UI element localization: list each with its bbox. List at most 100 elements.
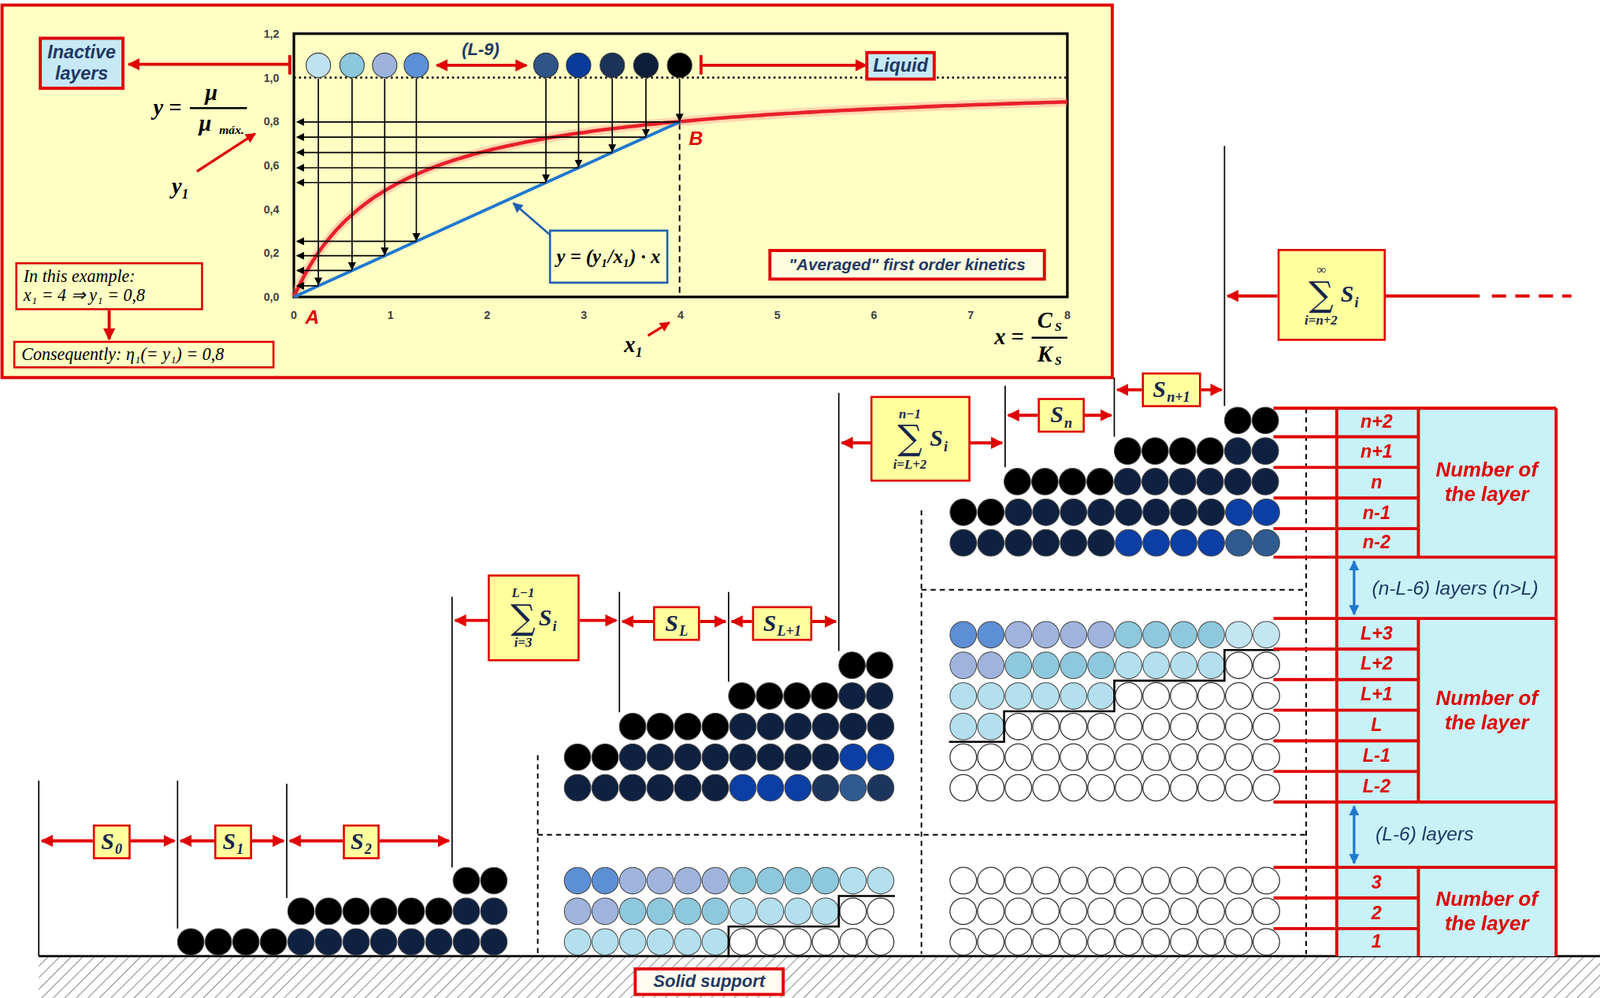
symbol: S2	[350, 827, 372, 855]
layer-circle	[591, 774, 619, 802]
layer-circle	[784, 774, 812, 802]
axis-formula: x =	[994, 323, 1025, 351]
activity-front	[949, 649, 1281, 743]
layer-circle	[1005, 898, 1033, 925]
layer-circle	[480, 898, 508, 925]
projection-arrow	[415, 78, 418, 241]
layer-circle	[1005, 774, 1033, 802]
layer-circle	[533, 52, 558, 78]
layer-circle	[839, 743, 867, 771]
layer-circle	[1198, 529, 1226, 557]
layer-circle	[1198, 898, 1226, 925]
layer-number: n-2	[1362, 532, 1391, 554]
table-line	[1335, 408, 1339, 957]
symbol-letter: S	[100, 827, 115, 854]
layer-circle	[1032, 468, 1059, 496]
layer-circle	[839, 774, 867, 802]
axis-tick: 0,8	[262, 115, 280, 128]
layer-circle	[566, 52, 591, 78]
layer-circle	[1170, 867, 1198, 895]
projection-arrow	[296, 152, 613, 154]
layer-circle	[1225, 928, 1253, 956]
table-heading: Number of the layer	[1422, 887, 1551, 936]
sum-sign: ∑	[897, 420, 922, 457]
layer-circle	[1170, 621, 1198, 649]
boundary-line	[285, 783, 288, 899]
segment-label: Sn+1	[1141, 371, 1201, 407]
dashed-line	[920, 510, 923, 955]
layer-circle	[1143, 743, 1170, 771]
layer-circle	[757, 743, 784, 771]
layer-circle	[1253, 867, 1281, 895]
layer-circle	[1170, 743, 1198, 771]
layer-circle	[811, 683, 839, 710]
layer-circle	[1143, 621, 1170, 649]
sum-limit: i=3	[514, 636, 533, 651]
layer-circle	[370, 898, 398, 925]
layer-circle	[315, 928, 342, 956]
sum-label: ∞∑i=n+2Si	[1277, 248, 1386, 342]
layer-circle	[1225, 498, 1253, 526]
layer-circle	[756, 683, 784, 710]
point-label: B	[686, 127, 706, 151]
layer-circle	[425, 898, 453, 925]
layer-circle	[1032, 652, 1060, 680]
support-label: Solid support	[633, 967, 785, 996]
layer-circle	[1196, 438, 1224, 465]
x1-line	[679, 123, 681, 297]
layer-circle	[1005, 652, 1033, 680]
layer-circle	[728, 683, 756, 710]
layer-circle	[950, 867, 977, 895]
table-line	[1273, 465, 1419, 469]
table-lines	[1273, 408, 1557, 957]
projection-arrow	[317, 78, 320, 286]
projection-arrow	[296, 167, 580, 169]
symbol-letter: S	[1340, 282, 1355, 308]
layer-circle	[1060, 898, 1088, 925]
layer-circle	[480, 928, 508, 956]
layer-circle	[674, 743, 702, 771]
axis-tick: 1	[386, 309, 396, 323]
projection-arrow	[383, 78, 386, 256]
plot-frame	[293, 33, 1068, 297]
sum-term: Si	[1340, 282, 1359, 309]
layer-circle	[701, 867, 729, 895]
node-text: Solid support	[653, 971, 765, 992]
chart-panel	[2, 4, 1113, 378]
layer-circle	[784, 867, 812, 895]
layer-circle	[838, 683, 866, 710]
layer-circle	[701, 743, 729, 771]
layer-circle	[977, 621, 1005, 649]
projection-arrow	[296, 121, 680, 123]
symbol: S1	[222, 827, 244, 855]
layer-circle	[646, 713, 674, 741]
layer-circle	[1032, 713, 1060, 741]
layer-circle	[1253, 928, 1281, 956]
layer-circle	[977, 774, 1005, 802]
layer-circle	[977, 867, 1005, 895]
layer-circle	[950, 898, 977, 925]
layer-circle	[701, 774, 729, 802]
layer-circle	[784, 928, 812, 956]
layer-circle	[1115, 652, 1143, 680]
sum-expression: L−1∑i=3Si	[510, 586, 557, 651]
layer-circle	[1115, 621, 1143, 649]
layer-number: L+1	[1360, 684, 1393, 706]
activity-front	[728, 895, 895, 956]
layer-circle	[977, 713, 1005, 741]
table-line	[1273, 709, 1419, 713]
layer-number: n+1	[1360, 441, 1393, 463]
layer-circle	[1032, 898, 1060, 925]
layer-circle	[729, 898, 757, 925]
table-line	[1273, 800, 1557, 804]
layer-circle	[977, 928, 1005, 956]
axis-formula: μ	[204, 79, 218, 107]
axis-tick: 5	[772, 309, 782, 323]
table-line	[1273, 896, 1419, 900]
layer-circle	[812, 928, 839, 956]
layer-circle	[1143, 713, 1170, 741]
sum-operator: n−1∑i=L+2	[893, 406, 928, 472]
node-text: In this example:	[23, 265, 136, 286]
node-text: y = (y₁/x₁) · x	[556, 245, 661, 269]
layer-circle	[1198, 774, 1226, 802]
